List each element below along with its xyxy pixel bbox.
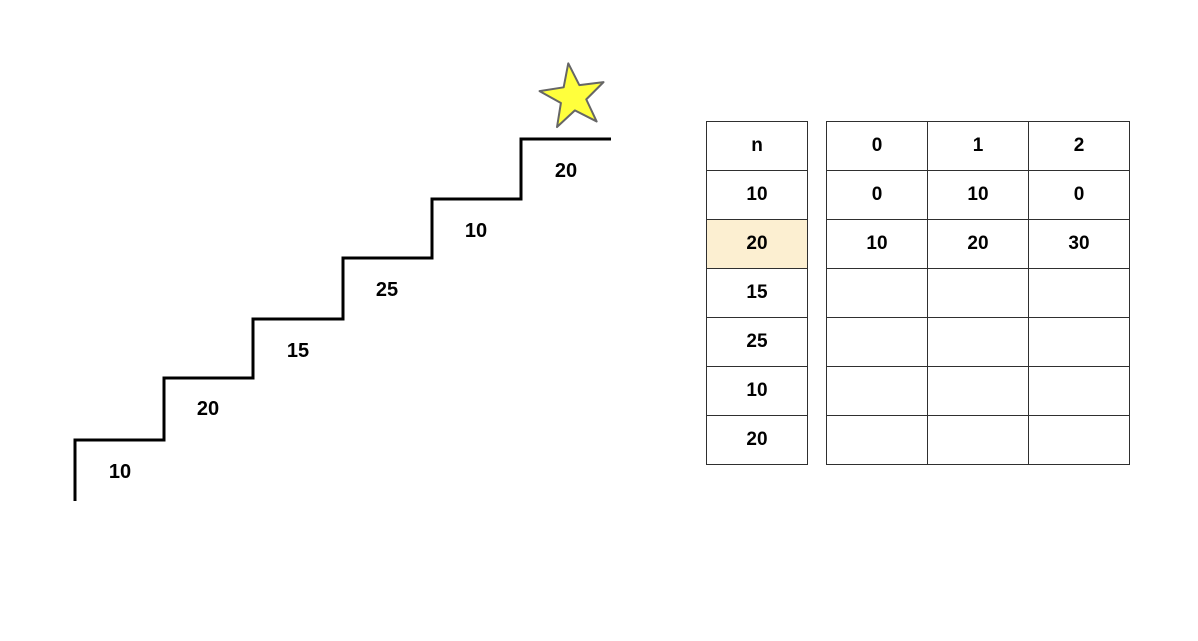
step-label-3: 15 [286,340,310,362]
memo-table-header-row: 0 1 2 [826,121,1130,171]
memo-table-header: 0 [826,121,928,171]
memo-table-cell [927,366,1029,416]
n-table: n 10 20 15 25 10 20 [706,121,808,465]
memo-table-cell: 0 [1028,170,1130,220]
memo-table-row [826,366,1130,416]
memo-table-cell [927,268,1029,318]
memo-table-cell [1028,317,1130,367]
n-table-cell: 15 [706,268,808,318]
step-label-1: 10 [108,461,132,483]
step-label-5: 10 [464,220,488,242]
n-table-cell: 10 [706,366,808,416]
step-label-2: 20 [196,398,220,420]
memo-table-cell: 30 [1028,219,1130,269]
memo-table-row: 10 20 30 [826,219,1130,269]
n-table-header: n [706,121,808,171]
memo-table-cell: 20 [927,219,1029,269]
memo-table-cell: 10 [826,219,928,269]
memo-table-row: 0 10 0 [826,170,1130,220]
memo-table-cell [826,366,928,416]
memo-table-cell [1028,366,1130,416]
memo-table-cell: 0 [826,170,928,220]
step-label-6: 20 [554,160,578,182]
n-table-cell: 10 [706,170,808,220]
memo-table-cell [826,415,928,465]
memo-table-row [826,268,1130,318]
n-table-cell-highlighted: 20 [706,219,808,269]
n-table-cell: 25 [706,317,808,367]
memo-table-row [826,317,1130,367]
memo-table-header: 2 [1028,121,1130,171]
memo-table-header: 1 [927,121,1029,171]
staircase-line [73,137,611,501]
memo-table-cell [927,317,1029,367]
memo-table-cell [927,415,1029,465]
memo-table-cell [826,317,928,367]
step-label-4: 25 [375,279,399,301]
n-table-cell: 20 [706,415,808,465]
memo-table-cell [1028,268,1130,318]
star-icon [538,62,605,129]
memo-table-row [826,415,1130,465]
memo-table-cell: 10 [927,170,1029,220]
memo-table-cell [826,268,928,318]
memo-table-cell [1028,415,1130,465]
memo-table: 0 1 2 0 10 0 10 20 30 [826,121,1130,465]
